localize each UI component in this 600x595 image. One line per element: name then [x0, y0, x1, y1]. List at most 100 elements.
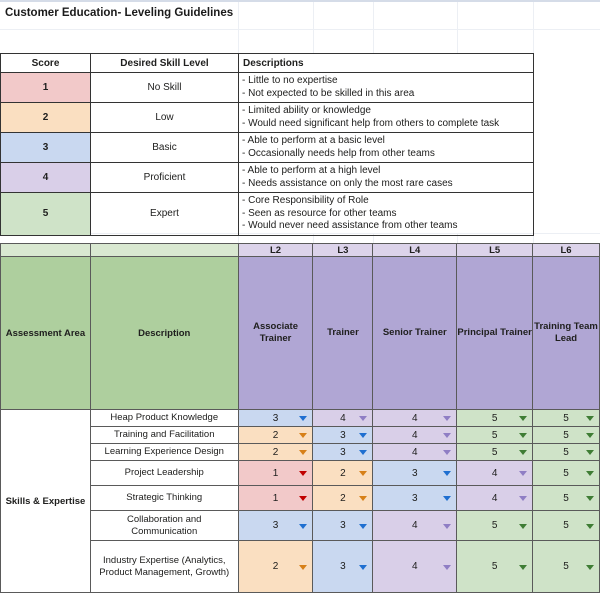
role-header-associate-trainer: Associate Trainer — [237, 256, 314, 410]
rating-cell-l4[interactable]: 4 — [372, 540, 458, 593]
rating-cell-l6[interactable]: 5 — [532, 443, 600, 461]
chevron-down-icon[interactable] — [359, 450, 368, 455]
rating-cell-l2[interactable]: 1 — [237, 485, 314, 511]
chevron-down-icon[interactable] — [359, 471, 368, 476]
gridline — [313, 2, 314, 53]
chevron-down-icon[interactable] — [586, 496, 594, 501]
score-cell: 5 — [0, 192, 91, 236]
chevron-down-icon[interactable] — [299, 523, 308, 529]
rating-cell-l3[interactable]: 3 — [312, 510, 374, 541]
table-row: 4 Proficient - Able to perform at a high… — [0, 162, 534, 193]
rating-value: 4 — [491, 467, 498, 479]
rating-cell-l3[interactable]: 4 — [312, 409, 374, 427]
rating-cell-l2[interactable]: 3 — [237, 510, 314, 541]
band-spacer — [89, 243, 239, 257]
chevron-down-icon[interactable] — [519, 496, 528, 501]
chevron-down-icon[interactable] — [359, 564, 368, 570]
description-line: - Seen as resource for other teams — [242, 207, 397, 219]
chevron-down-icon[interactable] — [443, 450, 452, 455]
rating-cell-l3[interactable]: 3 — [312, 443, 374, 461]
rating-cell-l4[interactable]: 4 — [372, 510, 458, 541]
level-header-l3: L3 — [312, 243, 374, 257]
rating-cell-l3[interactable]: 2 — [312, 485, 374, 511]
skill-level-cell: Basic — [90, 132, 239, 163]
rating-cell-l2[interactable]: 3 — [237, 409, 314, 427]
chevron-down-icon[interactable] — [586, 416, 594, 421]
skill-name-cell: Training and Facilitation — [89, 426, 239, 444]
scoring-rubric-table: Score Desired Skill Level Descriptions 1… — [0, 53, 534, 236]
role-label: Principal Trainer — [457, 327, 532, 338]
chevron-down-icon[interactable] — [299, 450, 308, 455]
chevron-down-icon[interactable] — [519, 450, 528, 455]
chevron-down-icon[interactable] — [519, 416, 528, 421]
chevron-down-icon[interactable] — [586, 523, 594, 529]
rating-cell-l2[interactable]: 2 — [237, 443, 314, 461]
chevron-down-icon[interactable] — [519, 564, 528, 570]
chevron-down-icon[interactable] — [359, 416, 368, 421]
chevron-down-icon[interactable] — [359, 496, 368, 501]
rating-cell-l3[interactable]: 3 — [312, 540, 374, 593]
rating-cell-l6[interactable]: 5 — [532, 485, 600, 511]
chevron-down-icon[interactable] — [299, 416, 308, 421]
rating-value: 2 — [272, 446, 279, 458]
rating-cell-l6[interactable]: 5 — [532, 460, 600, 486]
rating-value: 3 — [340, 561, 346, 572]
rating-cell-l6[interactable]: 5 — [532, 426, 600, 444]
rating-value: 5 — [491, 429, 498, 441]
chevron-down-icon[interactable] — [443, 471, 452, 476]
rating-cell-l4[interactable]: 3 — [372, 460, 458, 486]
chevron-down-icon[interactable] — [443, 496, 452, 501]
rating-cell-l3[interactable]: 3 — [312, 426, 374, 444]
gridline — [533, 53, 534, 233]
rating-cell-l6[interactable]: 5 — [532, 540, 600, 593]
rating-cell-l5[interactable]: 5 — [456, 540, 534, 593]
description-line: - Would need significant help from other… — [242, 117, 500, 129]
chevron-down-icon[interactable] — [359, 523, 368, 529]
chevron-down-icon[interactable] — [443, 433, 452, 438]
rating-cell-l2[interactable]: 1 — [237, 460, 314, 486]
description-line: - Would never need assistance from other… — [242, 220, 458, 231]
description-line: - Needs assistance on only the most rare… — [242, 177, 453, 189]
rating-value: 4 — [491, 492, 498, 504]
rating-cell-l6[interactable]: 5 — [532, 409, 600, 427]
chevron-down-icon[interactable] — [586, 450, 594, 455]
rating-value: 5 — [563, 446, 569, 458]
rating-cell-l3[interactable]: 2 — [312, 460, 374, 486]
chevron-down-icon[interactable] — [443, 564, 452, 570]
chevron-down-icon[interactable] — [586, 564, 594, 570]
rating-value: 5 — [563, 429, 569, 441]
rating-cell-l2[interactable]: 2 — [237, 426, 314, 444]
chevron-down-icon[interactable] — [299, 564, 308, 570]
chevron-down-icon[interactable] — [299, 433, 308, 438]
table-row: Collaboration and Communication 3 3 4 5 … — [1, 510, 600, 541]
chevron-down-icon[interactable] — [299, 496, 308, 501]
rating-cell-l4[interactable]: 4 — [372, 426, 458, 444]
chevron-down-icon[interactable] — [443, 523, 452, 529]
rating-cell-l5[interactable]: 4 — [456, 460, 534, 486]
rating-cell-l6[interactable]: 5 — [532, 510, 600, 541]
rating-cell-l5[interactable]: 5 — [456, 510, 534, 541]
rating-cell-l4[interactable]: 4 — [372, 443, 458, 461]
chevron-down-icon[interactable] — [519, 433, 528, 438]
rating-value: 2 — [340, 492, 346, 504]
rating-cell-l4[interactable]: 4 — [372, 409, 458, 427]
chevron-down-icon[interactable] — [586, 471, 594, 476]
chevron-down-icon[interactable] — [359, 433, 368, 438]
rating-cell-l2[interactable]: 2 — [237, 540, 314, 593]
rating-cell-l5[interactable]: 5 — [456, 426, 534, 444]
table-row: Learning Experience Design 2 3 4 5 5 — [1, 443, 600, 461]
chevron-down-icon[interactable] — [519, 471, 528, 476]
rating-cell-l5[interactable]: 5 — [456, 443, 534, 461]
score-cell: 2 — [0, 102, 91, 133]
score-cell: 4 — [0, 162, 91, 193]
chevron-down-icon[interactable] — [443, 416, 452, 421]
rating-cell-l5[interactable]: 4 — [456, 485, 534, 511]
level-header-l6: L6 — [532, 243, 600, 257]
rating-cell-l5[interactable]: 5 — [456, 409, 534, 427]
table-row: 3 Basic - Able to perform at a basic lev… — [0, 132, 534, 163]
chevron-down-icon[interactable] — [299, 471, 308, 476]
rating-cell-l4[interactable]: 3 — [372, 485, 458, 511]
chevron-down-icon[interactable] — [519, 523, 528, 529]
role-header-training-team-lead: Training Team Lead — [532, 256, 600, 410]
chevron-down-icon[interactable] — [586, 433, 594, 438]
